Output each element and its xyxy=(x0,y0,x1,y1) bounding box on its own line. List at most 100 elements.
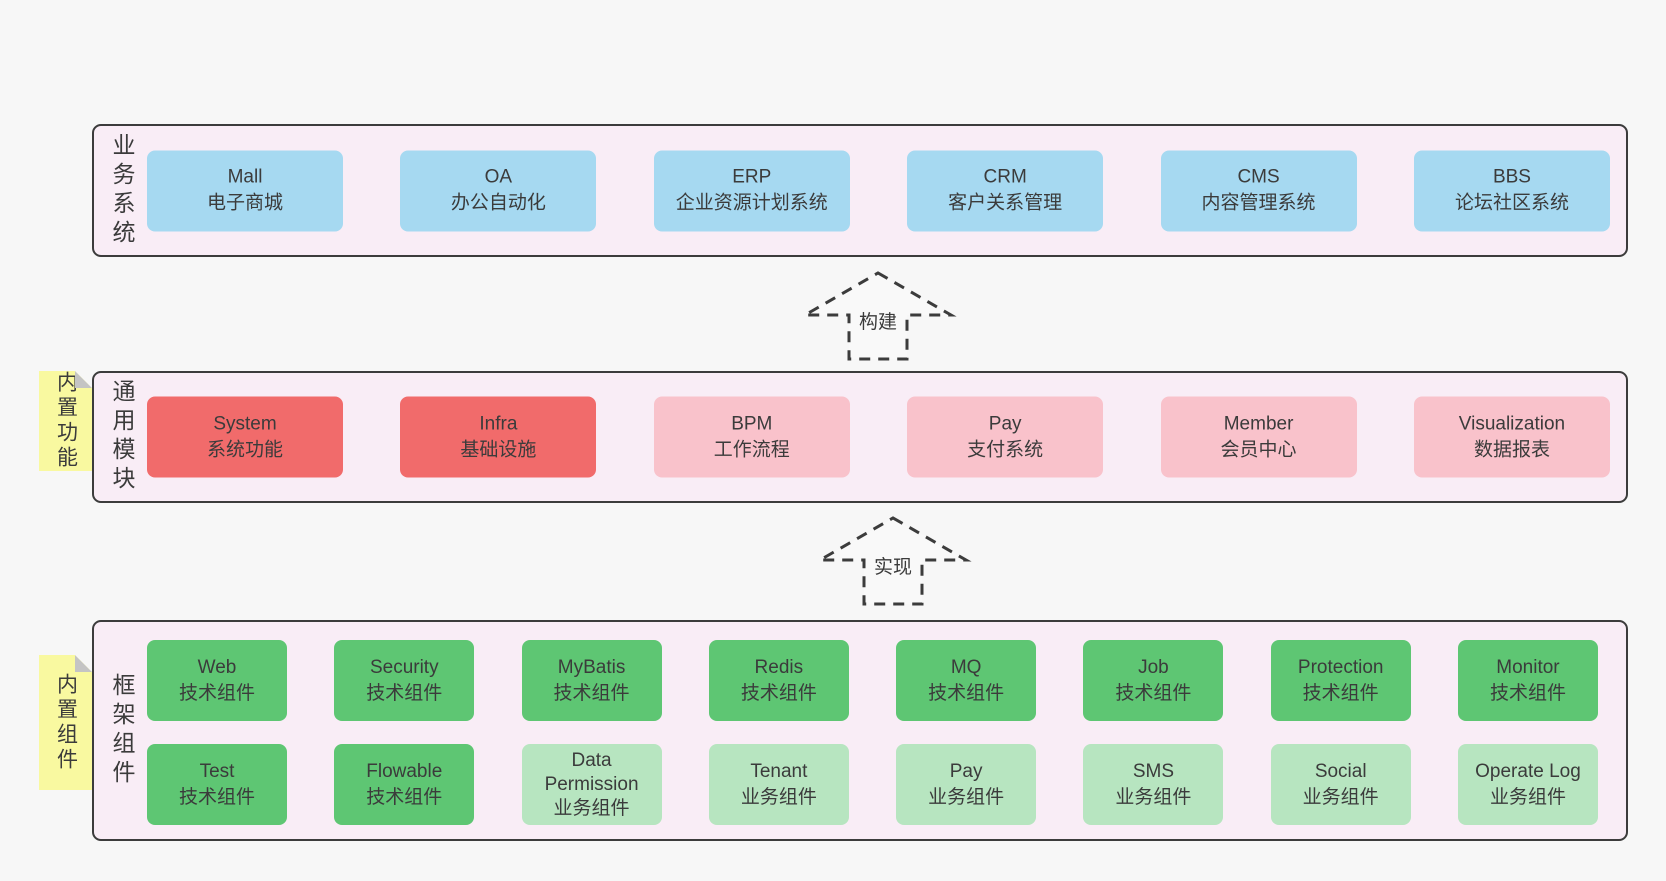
business-box-row: Mall 电子商城 OA 办公自动化 ERP 企业资源计划系统 CRM 客户关系… xyxy=(147,150,1610,231)
box-title: Mall xyxy=(227,166,263,188)
layer-framework-components: 框架组件 Web 技术组件 Security 技术组件 MyBatis 技术组件… xyxy=(92,620,1628,841)
box-title: Test xyxy=(199,760,235,782)
sticky-note-text: 内置组件 xyxy=(54,672,78,773)
box-test: Test 技术组件 xyxy=(147,744,287,825)
box-operate-log: Operate Log 业务组件 xyxy=(1457,744,1598,825)
box-title: Member xyxy=(1223,413,1294,434)
arrow-implement: 实现 xyxy=(813,515,973,607)
box-subtitle: 技术组件 xyxy=(1302,682,1379,704)
box-subtitle: 技术组件 xyxy=(366,786,443,808)
arrow-label: 实现 xyxy=(870,551,916,580)
box-system: System 系统功能 xyxy=(147,396,343,478)
box-pay-system: Pay 支付系统 xyxy=(907,396,1104,478)
box-flowable: Flowable 技术组件 xyxy=(334,744,475,825)
box-mq: MQ 技术组件 xyxy=(896,640,1037,721)
box-cms: CMS 内容管理系统 xyxy=(1160,150,1357,231)
box-bbs: BBS 论坛社区系统 xyxy=(1413,150,1610,231)
box-title: Protection xyxy=(1297,656,1384,678)
box-subtitle: 业务组件 xyxy=(1489,786,1566,808)
box-subtitle: 技术组件 xyxy=(366,682,443,704)
box-subtitle: 业务组件 xyxy=(740,786,817,808)
box-social: Social 业务组件 xyxy=(1270,744,1411,825)
box-subtitle: 支付系统 xyxy=(967,439,1044,460)
box-subtitle: 业务组件 xyxy=(1302,786,1379,808)
box-title: BPM xyxy=(731,413,773,434)
box-redis: Redis 技术组件 xyxy=(708,640,849,721)
box-title: Monitor xyxy=(1496,656,1560,678)
box-title: Job xyxy=(1138,656,1169,678)
box-security: Security 技术组件 xyxy=(334,640,475,721)
box-title: Tenant xyxy=(750,760,808,782)
box-mall: Mall 电子商城 xyxy=(147,150,343,231)
box-mybatis: MyBatis 技术组件 xyxy=(521,640,662,721)
box-title: Infra xyxy=(479,413,518,434)
box-subtitle: 系统功能 xyxy=(206,439,283,460)
framework-box-row-1: Web 技术组件 Security 技术组件 MyBatis 技术组件 Redi… xyxy=(147,640,1598,721)
box-subtitle: 业务组件 xyxy=(1115,786,1192,808)
box-data-permission: Data Permission 业务组件 xyxy=(521,744,662,825)
box-title: MyBatis xyxy=(557,656,626,678)
box-title: Redis xyxy=(754,656,804,678)
box-sms: SMS 业务组件 xyxy=(1083,744,1224,825)
framework-box-row-2: Test 技术组件 Flowable 技术组件 Data Permission … xyxy=(147,744,1598,825)
box-title: Pay xyxy=(988,413,1022,434)
sticky-note-text: 内置功能 xyxy=(54,371,78,471)
box-subtitle: 数据报表 xyxy=(1473,439,1550,460)
box-subtitle: 业务组件 xyxy=(553,797,630,819)
layer-label-common: 通用模块 xyxy=(109,379,135,495)
box-subtitle: 技术组件 xyxy=(740,682,817,704)
box-title: Security xyxy=(369,656,439,678)
box-infra: Infra 基础设施 xyxy=(400,396,597,478)
box-member: Member 会员中心 xyxy=(1160,396,1357,478)
box-crm: CRM 客户关系管理 xyxy=(907,150,1104,231)
box-subtitle: 办公自动化 xyxy=(450,192,546,214)
box-title: Pay xyxy=(949,760,983,782)
layer-common-modules: 通用模块 System 系统功能 Infra 基础设施 BPM 工作流程 Pay… xyxy=(92,371,1628,503)
box-subtitle: 技术组件 xyxy=(1489,682,1566,704)
box-pay-component: Pay 业务组件 xyxy=(896,744,1037,825)
box-title: Visualization xyxy=(1458,413,1566,434)
box-monitor: Monitor 技术组件 xyxy=(1457,640,1598,721)
box-title: Social xyxy=(1314,760,1367,782)
folded-corner-icon xyxy=(75,371,92,388)
layer-business-systems: 业务系统 Mall 电子商城 OA 办公自动化 ERP 企业资源计划系统 CRM… xyxy=(92,124,1628,257)
box-oa: OA 办公自动化 xyxy=(400,150,597,231)
box-subtitle: 工作流程 xyxy=(713,439,790,460)
box-subtitle: 客户关系管理 xyxy=(948,192,1063,214)
box-title: CRM xyxy=(983,166,1027,188)
box-subtitle: 会员中心 xyxy=(1220,439,1297,460)
box-title: SMS xyxy=(1132,760,1174,782)
box-subtitle: 电子商城 xyxy=(206,192,283,214)
box-job: Job 技术组件 xyxy=(1083,640,1224,721)
box-tenant: Tenant 业务组件 xyxy=(708,744,849,825)
box-subtitle: 论坛社区系统 xyxy=(1454,192,1569,214)
box-title: Web xyxy=(197,656,237,678)
box-subtitle: 业务组件 xyxy=(928,786,1005,808)
box-subtitle: 企业资源计划系统 xyxy=(675,192,828,214)
box-title: CMS xyxy=(1237,166,1280,188)
box-title: MQ xyxy=(950,656,982,678)
box-title: System xyxy=(213,413,277,434)
arrow-build: 构建 xyxy=(798,270,958,362)
box-web: Web 技术组件 xyxy=(147,640,287,721)
box-title: Data Permission xyxy=(544,749,639,795)
common-box-row: System 系统功能 Infra 基础设施 BPM 工作流程 Pay 支付系统… xyxy=(147,396,1610,478)
box-erp: ERP 企业资源计划系统 xyxy=(653,150,850,231)
layer-label-framework: 框架组件 xyxy=(109,672,135,789)
box-subtitle: 技术组件 xyxy=(553,682,630,704)
box-subtitle: 技术组件 xyxy=(178,682,255,704)
box-subtitle: 技术组件 xyxy=(178,786,255,808)
box-title: OA xyxy=(484,166,513,188)
folded-corner-icon xyxy=(75,655,92,672)
arrow-label: 构建 xyxy=(855,306,901,335)
box-protection: Protection 技术组件 xyxy=(1270,640,1411,721)
box-title: Operate Log xyxy=(1475,760,1581,782)
box-title: BBS xyxy=(1492,166,1531,188)
box-visualization: Visualization 数据报表 xyxy=(1413,396,1610,478)
layer-label-business: 业务系统 xyxy=(109,132,135,249)
box-subtitle: 技术组件 xyxy=(1115,682,1192,704)
box-subtitle: 技术组件 xyxy=(928,682,1005,704)
sticky-note-builtin-features: 内置功能 xyxy=(39,371,92,471)
box-subtitle: 基础设施 xyxy=(460,439,537,460)
